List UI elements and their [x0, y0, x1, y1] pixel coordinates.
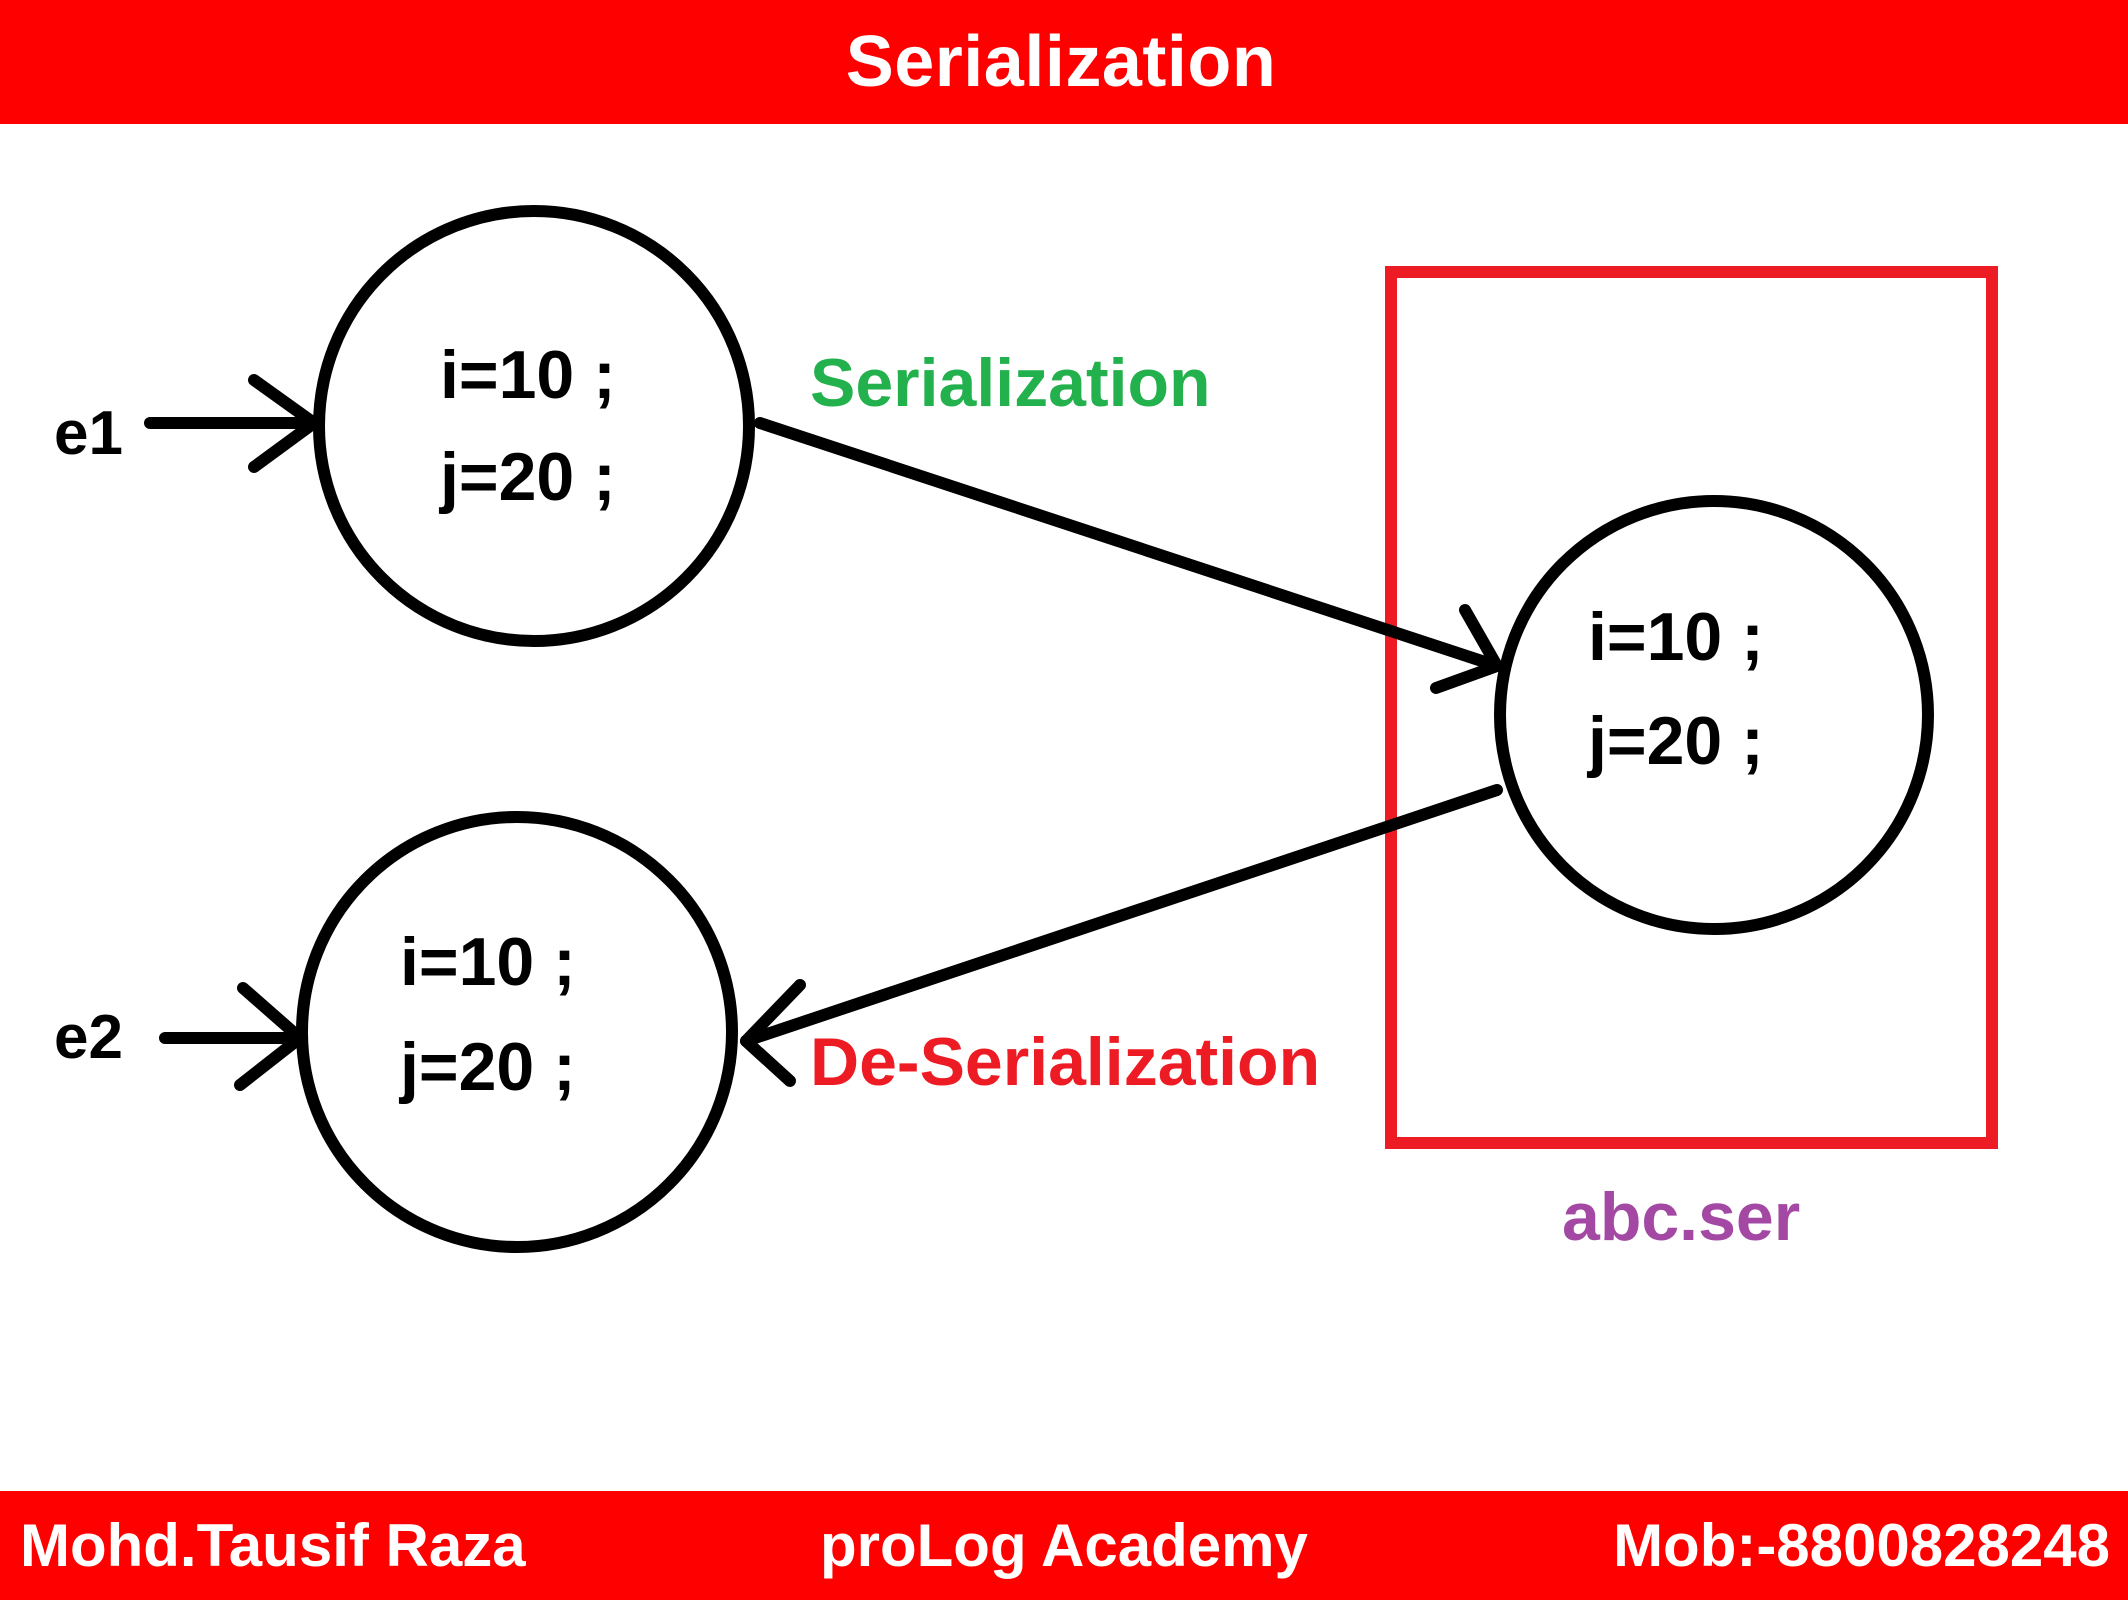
- page-title: Serialization: [845, 22, 1277, 102]
- e2-field-i: i=10 ;: [400, 924, 576, 1000]
- footer-author: Mohd.Tausif Raza: [20, 1512, 526, 1579]
- footer-banner: Mohd.Tausif Raza proLog Academy Mob:-880…: [0, 1491, 2128, 1600]
- file-object-circle: [1494, 495, 1934, 935]
- e2-object-circle: [296, 811, 738, 1253]
- e1-label: e1: [54, 399, 123, 468]
- e1-field-j: j=20 ;: [438, 439, 616, 515]
- file-box: [1385, 266, 1998, 1149]
- serialization-arrow: [754, 417, 1503, 694]
- footer-organization: proLog Academy: [820, 1512, 1308, 1579]
- e1-object-circle: [313, 205, 755, 647]
- footer-contact: Mob:-8800828248: [1613, 1512, 2110, 1579]
- file-object-field-i: i=10 ;: [1588, 599, 1764, 675]
- serialization-label: Serialization: [810, 345, 1211, 421]
- e1-reference-arrow: [144, 374, 320, 473]
- title-banner: Serialization: [0, 0, 2128, 124]
- e2-label: e2: [54, 1003, 123, 1072]
- serialization-diagram: e1 e2 i=10 ; j=20 ; i=10 ; j=20 ; i=10 ;…: [54, 205, 1998, 1255]
- file-name-label: abc.ser: [1562, 1179, 1800, 1255]
- deserialization-arrow: [740, 784, 1503, 1087]
- file-object-field-j: j=20 ;: [1586, 703, 1764, 779]
- deserialization-label: De-Serialization: [810, 1024, 1320, 1100]
- e1-field-i: i=10 ;: [440, 337, 616, 413]
- e2-field-j: j=20 ;: [398, 1029, 576, 1105]
- e2-reference-arrow: [159, 982, 306, 1091]
